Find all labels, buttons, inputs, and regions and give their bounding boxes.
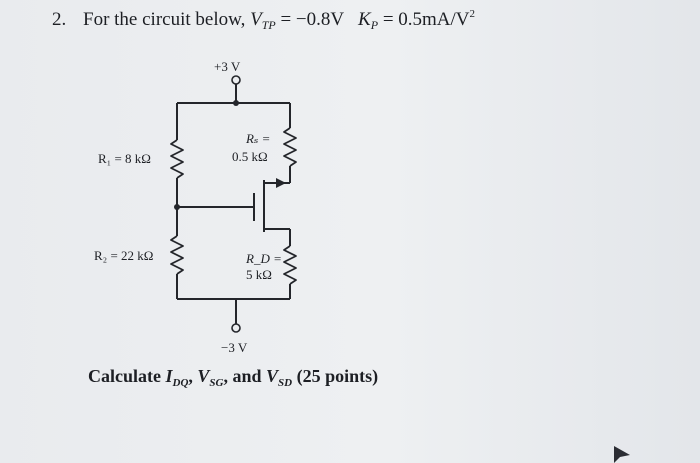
source-arrow-icon xyxy=(276,178,286,188)
vtp-value: = −0.8V xyxy=(280,9,344,30)
supply-top-label: +3 V xyxy=(214,59,241,74)
vsg-subscript: SG xyxy=(209,377,224,389)
idq-symbol: I xyxy=(165,366,173,386)
rd-value: 5 kΩ xyxy=(246,267,272,282)
rd-name: R_D = xyxy=(245,251,282,266)
kp-value: = 0.5mA/V xyxy=(382,9,470,30)
r1-resistor xyxy=(170,139,184,179)
question-lead: Calculate xyxy=(88,366,166,386)
idq-subscript: DQ xyxy=(172,377,189,389)
kp-subscript: P xyxy=(370,18,379,32)
rs-value: 0.5 kΩ xyxy=(232,149,268,164)
r2-resistor xyxy=(170,235,184,275)
question-line: Calculate IDQ, VSG, and VSD (25 points) xyxy=(88,366,378,389)
supply-bottom-terminal xyxy=(231,323,241,333)
r1-label: R₁ = 8 kΩ xyxy=(98,151,151,166)
question-and: , and xyxy=(223,366,266,386)
vtp-symbol: V xyxy=(250,9,262,30)
supply-bottom-label: −3 V xyxy=(221,340,248,355)
rs-name: Rₛ = xyxy=(245,131,270,146)
r2-label: R₂ = 22 kΩ xyxy=(94,248,153,263)
kp-exponent: 2 xyxy=(469,8,476,20)
kp-symbol: K xyxy=(358,9,371,30)
mouse-cursor-icon xyxy=(614,446,630,463)
vtp-subscript: TP xyxy=(261,18,276,32)
rs-resistor xyxy=(283,127,297,167)
supply-top-terminal xyxy=(231,75,241,85)
vsd-subscript: SD xyxy=(278,377,293,389)
vsd-symbol: V xyxy=(266,366,279,386)
question-points: (25 points) xyxy=(292,366,379,386)
problem-statement: 2. For the circuit below, VTP = −0.8V KP… xyxy=(52,8,475,33)
problem-lead: For the circuit below, xyxy=(83,9,246,30)
vsg-symbol: V xyxy=(197,366,210,386)
question-comma: , xyxy=(188,366,198,386)
problem-number: 2. xyxy=(52,9,67,30)
rd-resistor xyxy=(283,245,297,285)
